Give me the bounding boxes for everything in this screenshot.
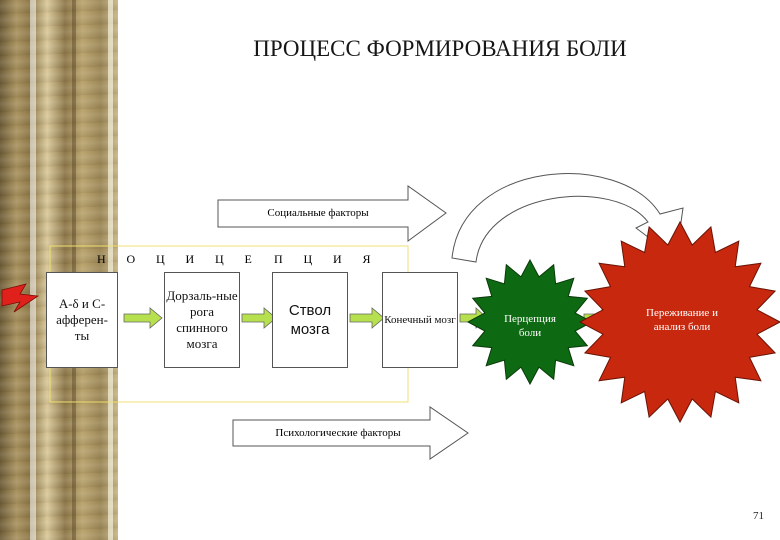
page-number: 71	[753, 510, 764, 522]
stimulus-lightning-icon	[1, 283, 40, 313]
slide-title: ПРОЦЕСС ФОРМИРОВАНИЯ БОЛИ	[253, 36, 627, 61]
arrow-dorsal-brainstem	[241, 307, 277, 329]
psych-factors-arrow	[232, 406, 469, 460]
social-factors-arrow	[217, 185, 447, 242]
afferents-box: А-δ и С-афферен-ты	[46, 272, 118, 368]
perception-starburst	[466, 258, 594, 386]
decorative-sidebar	[0, 0, 118, 540]
arrow-brainstem-forebrain	[349, 307, 385, 329]
brainstem-box: Ствол мозга	[272, 272, 348, 368]
dorsal-horns-box: Дорзаль-ные рога спинного мозга	[164, 272, 240, 368]
social-factors-label: Социальные факторы	[267, 207, 369, 219]
perception-label: Перцепция боли	[504, 313, 556, 339]
experience-starburst	[578, 220, 780, 424]
forebrain-box: Конечный мозг	[382, 272, 458, 368]
experience-label: Переживание и анализ боли	[646, 307, 718, 333]
arrow-afferents-dorsal	[123, 307, 163, 329]
psych-factors-label: Психологические факторы	[275, 427, 401, 439]
